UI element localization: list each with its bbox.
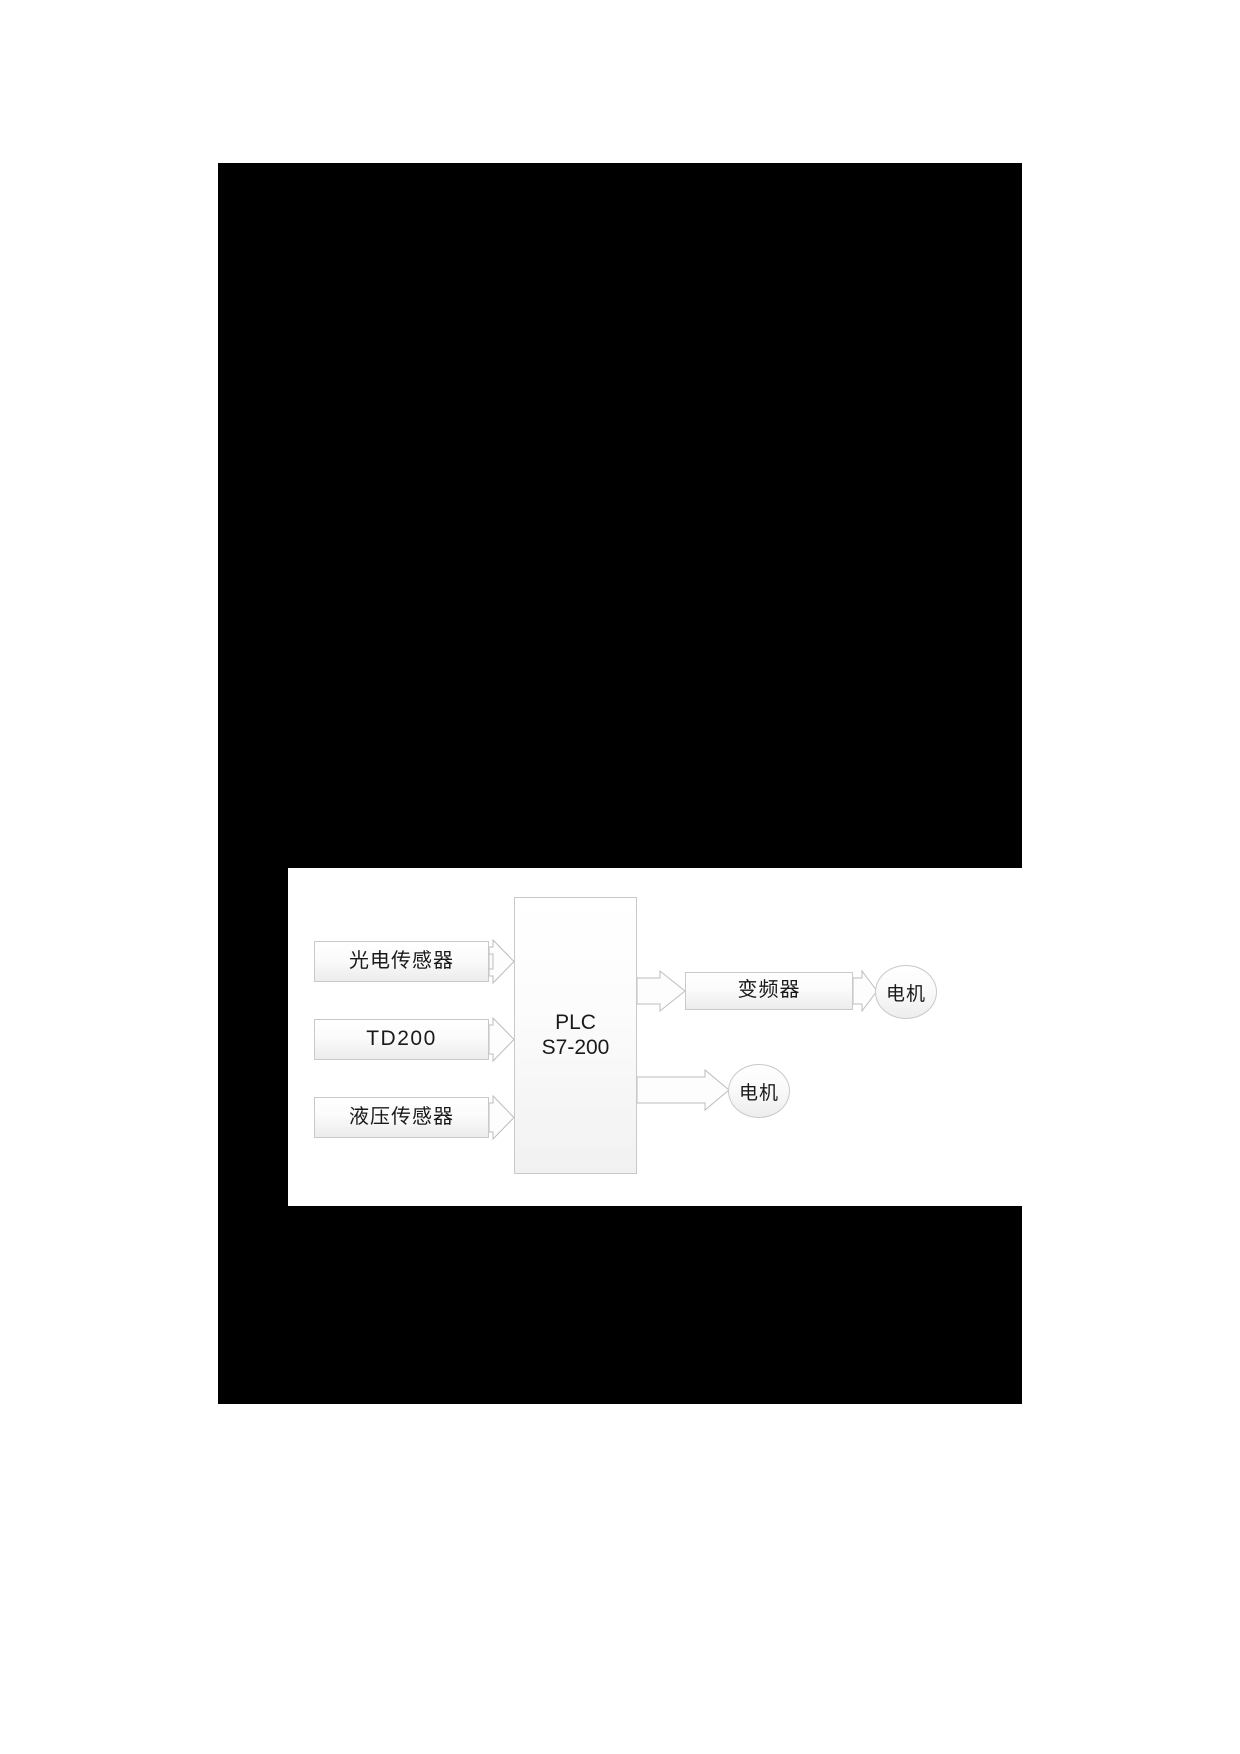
diagram-canvas: 光电传感器 TD200 液压传感器 PLC S7-200 变频器 电机 电机 — [288, 868, 1072, 1206]
arrow-photoelectric-to-plc-shape — [488, 938, 515, 985]
node-motor-direct-label: 电机 — [738, 1082, 779, 1104]
diagram-panel: 光电传感器 TD200 液压传感器 PLC S7-200 变频器 电机 电机 — [288, 868, 1072, 1206]
arrow-photoelectric-shaft — [488, 953, 494, 970]
node-plc-label-line1: PLC — [555, 1010, 596, 1034]
arrow-hydraulic-to-plc — [488, 1094, 515, 1141]
node-plc-label-line2: S7-200 — [541, 1035, 610, 1059]
node-motor-inverter-label: 电机 — [885, 983, 926, 1005]
arrow-connectors-layer — [479, 938, 878, 1141]
arrow-inverter-to-motor — [852, 969, 878, 1013]
node-plc-controller[interactable]: PLC S7-200 — [514, 897, 637, 1174]
black-background-plate — [218, 163, 1022, 1404]
node-hydraulic-sensor[interactable]: 液压传感器 — [314, 1097, 489, 1138]
node-photoelectric-sensor[interactable]: 光电传感器 — [314, 941, 489, 982]
node-inverter[interactable]: 变频器 — [685, 972, 853, 1010]
node-inverter-label: 变频器 — [737, 979, 801, 1002]
node-td200-label: TD200 — [366, 1027, 437, 1051]
node-td200[interactable]: TD200 — [314, 1019, 489, 1060]
node-photoelectric-sensor-label: 光电传感器 — [349, 949, 454, 972]
node-motor-driven-by-plc[interactable]: 电机 — [728, 1064, 790, 1118]
arrow-td200-to-plc — [488, 1016, 515, 1063]
arrow-plc-to-inverter — [636, 969, 686, 1013]
node-hydraulic-sensor-label: 液压传感器 — [349, 1105, 454, 1128]
node-motor-driven-by-inverter[interactable]: 电机 — [875, 965, 937, 1019]
arrow-plc-to-motor-direct — [636, 1068, 730, 1112]
